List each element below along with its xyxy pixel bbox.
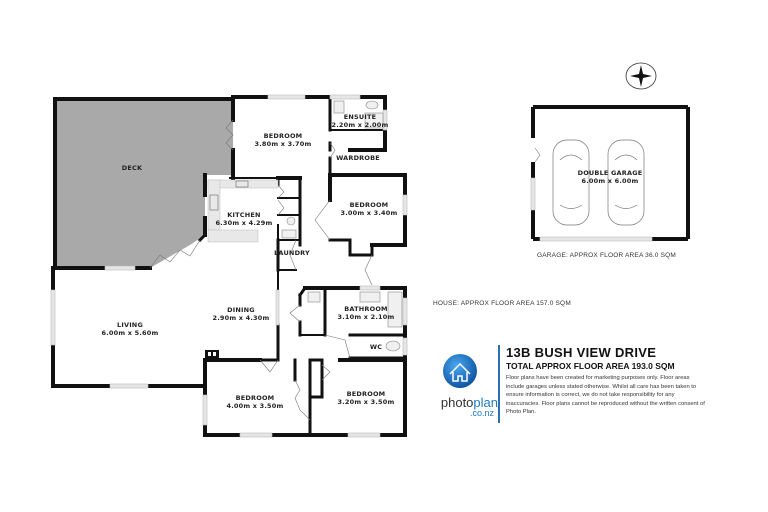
room-name: LIVING (117, 321, 143, 329)
room-name: LAUNDRY (274, 249, 310, 257)
disclaimer-text: Floor plans have been created for market… (506, 375, 705, 415)
walls (51, 95, 407, 437)
room-name: DOUBLE GARAGE (577, 169, 643, 177)
property-info: 13B BUSH VIEW DRIVE TOTAL APPROX FLOOR A… (506, 345, 706, 417)
room-dims: 6.00m x 5.60m (101, 329, 159, 337)
room-label-kitchen: KITCHEN 6.30m x 4.29m (213, 211, 275, 227)
room-dims: 3.10m x 2.10m (337, 313, 395, 321)
room-name: DECK (121, 164, 143, 172)
garage-area-note: GARAGE: APPROX FLOOR AREA 36.0 SQM (537, 252, 677, 259)
room-name: ENSUITE (343, 113, 377, 121)
room-label-deck: DECK (112, 164, 152, 172)
room-name: KITCHEN (227, 211, 261, 219)
room-dims: 3.80m x 3.70m (254, 140, 312, 148)
room-name: BEDROOM (263, 132, 303, 140)
room-label-ensuite: ENSUITE 2.20m x 2.00m (330, 113, 390, 129)
brand-domain: .co.nz (469, 408, 494, 418)
room-name: WARDROBE (336, 154, 380, 162)
total-floor-area: TOTAL APPROX FLOOR AREA 193.0 SQM (506, 361, 675, 371)
room-name: BEDROOM (349, 201, 389, 209)
kitchen-bench (207, 179, 279, 243)
room-label-garage: DOUBLE GARAGE 6.00m x 6.00m (572, 169, 648, 185)
room-name: BEDROOM (346, 390, 386, 398)
brand-name-part2: plan (473, 395, 498, 410)
room-name: BATHROOM (344, 305, 388, 313)
room-label-wardrobe: WARDROBE (333, 154, 383, 162)
room-dims: 3.20m x 3.50m (337, 398, 395, 406)
compass-star-icon (625, 62, 657, 90)
room-name: DINING (227, 306, 255, 314)
room-label-bedroom-1: BEDROOM 3.80m x 3.70m (248, 132, 318, 148)
room-dims: 6.30m x 4.29m (215, 219, 273, 227)
room-dims: 4.00m x 3.50m (226, 402, 284, 410)
brand-name: photoplan (430, 396, 498, 409)
room-label-bedroom-3: BEDROOM 4.00m x 3.50m (222, 394, 288, 410)
room-dims: 2.90m x 4.30m (212, 314, 270, 322)
windows (50, 94, 408, 438)
divider (498, 345, 500, 423)
room-label-laundry: LAUNDRY (272, 249, 312, 257)
brand-name-part1: photo (440, 395, 474, 410)
room-dims: 2.20m x 2.00m (331, 121, 389, 129)
house-area-note: HOUSE: APPROX FLOOR AREA 157.0 SQM (433, 300, 571, 307)
bathroom-fixtures (281, 100, 403, 352)
room-label-wc: WC (368, 343, 384, 351)
property-address: 13B BUSH VIEW DRIVE (506, 345, 657, 360)
room-label-bedroom-2: BEDROOM 3.00m x 3.40m (337, 201, 401, 217)
room-name: WC (369, 343, 383, 351)
room-label-bathroom: BATHROOM 3.10m x 2.10m (333, 305, 399, 321)
room-label-living: LIVING 6.00m x 5.60m (95, 321, 165, 337)
garage (530, 105, 690, 242)
deck-area (55, 99, 233, 268)
room-dims: 6.00m x 6.00m (581, 177, 639, 185)
room-dims: 3.00m x 3.40m (340, 209, 398, 217)
photoplan-logo-icon (443, 354, 477, 388)
car-icon (552, 139, 590, 226)
room-label-bedroom-4: BEDROOM 3.20m x 3.50m (333, 390, 399, 406)
room-name: BEDROOM (235, 394, 275, 402)
room-label-dining: DINING 2.90m x 4.30m (208, 306, 274, 322)
car-icon (607, 139, 645, 226)
door-swings (149, 119, 541, 421)
